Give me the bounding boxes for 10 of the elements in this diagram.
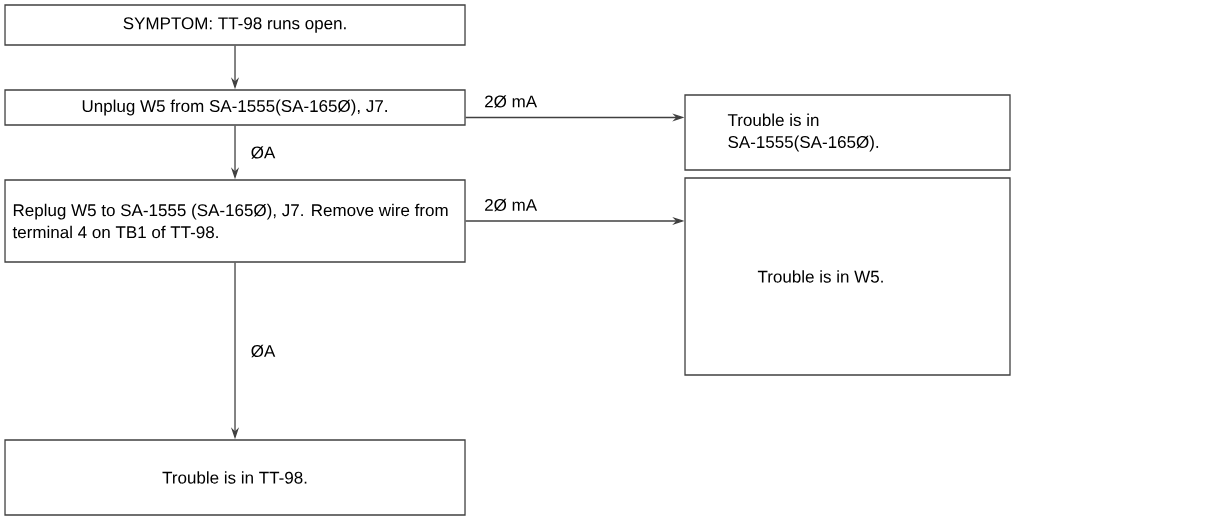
edge-label: ØA — [249, 145, 277, 160]
edge-label: 2Ø mA — [483, 197, 539, 213]
edge-label: 2Ø mA — [483, 94, 539, 109]
edge-label: ØA — [249, 343, 277, 359]
process-box: Replug W5 to SA-1555 (SA-165Ø), J7. Remove wire from terminal 4 on TB1 of TT-98. — [4, 179, 466, 263]
process-box: Unplug W5 from SA-1555(SA-165Ø), J7. — [4, 89, 466, 126]
process-box: Trouble is in SA-1555(SA-165Ø). — [684, 94, 1011, 171]
process-box: Trouble is in W5. — [684, 177, 1011, 376]
process-box: SYMPTOM: TT-98 runs open. — [4, 4, 466, 46]
process-box: Trouble is in TT-98. — [4, 439, 466, 516]
